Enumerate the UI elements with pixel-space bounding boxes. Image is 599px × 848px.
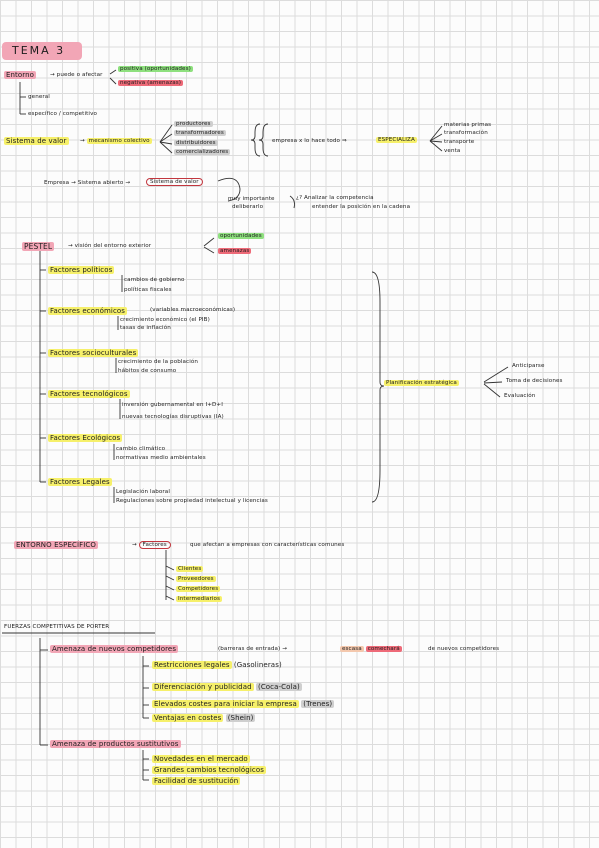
entorno-especifico: específico / competitivo xyxy=(28,111,98,117)
sistema-abierto-text: Empresa → Sistema abierto → xyxy=(44,180,131,186)
sistema-valor-circled: Sistema de valor xyxy=(146,178,203,186)
factor-sub: Legislación laboral xyxy=(116,489,170,495)
special-item: transporte xyxy=(444,139,475,145)
porter-sub: Restricciones legales (Gasolineras) xyxy=(152,661,282,669)
amenaza-sustitutivos: Amenaza de productos sustitutivos xyxy=(50,740,181,748)
entorno-negativa: negativa (amenazas) xyxy=(118,80,184,86)
factor-sub: Regulaciones sobre propiedad intelectual… xyxy=(116,498,268,504)
cadena-item: transformadores xyxy=(174,130,226,136)
entorno-general: general xyxy=(28,94,50,100)
sustitutivo-item: Novedades en el mercado xyxy=(152,755,250,763)
factor-sub: normativas medio ambientales xyxy=(116,455,206,461)
especifico-arrow: → Factores xyxy=(132,541,171,549)
factor-sub: crecimiento de la población xyxy=(118,359,199,365)
entorno-positiva: positiva (oportunidades) xyxy=(118,66,193,72)
sistema-valor-label: Sistema de valor xyxy=(4,137,69,145)
porter-sub: Elevados costes para iniciar la empresa … xyxy=(152,700,335,708)
sustitutivo-item: Facilidad de sustitución xyxy=(152,777,241,785)
escasa: escasa comechará xyxy=(340,646,402,652)
barreras-entrada: (barreras de entrada) → xyxy=(218,646,288,652)
pestel-vision: → visión del entorno exterior xyxy=(68,243,152,249)
muy-importante: muy importante xyxy=(228,196,275,202)
especifico-item: Intermediarios xyxy=(176,596,223,602)
mecanismo-colectivo: → mecanismo colectivo xyxy=(80,138,152,144)
factor-sub: políticas fiscales xyxy=(124,287,172,293)
factor-legal: Factores Legales xyxy=(48,478,112,486)
cadena-item: distribuidores xyxy=(174,140,218,146)
pestel-oportunidades: oportunidades xyxy=(218,233,264,239)
factor-sub: cambios de gobierno xyxy=(124,277,185,283)
special-item: transformación xyxy=(444,130,488,136)
especifico-item: Clientes xyxy=(176,566,204,572)
factor-ecologico: Factores Ecológicos xyxy=(48,434,123,442)
planificacion-estrategica: Planificación estratégica xyxy=(384,380,459,386)
especializa-label: ESPECIALIZA xyxy=(376,137,417,143)
entorno-especifico-label: ENTORNO ESPECÍFICO xyxy=(14,541,99,549)
analizar-competencia: ¿? Analizar la competencia xyxy=(296,195,374,201)
factor-sub: hábitos de consumo xyxy=(118,368,177,374)
empresa-text: empresa x lo hace todo ⇒ xyxy=(272,138,347,144)
especifico-item: Proveedores xyxy=(176,576,216,582)
amenaza-nuevos: Amenaza de nuevos competidores xyxy=(50,645,179,653)
porter-sub: Diferenciación y publicidad (Coca-Cola) xyxy=(152,683,302,691)
especifico-desc: que afectan a empresas con característic… xyxy=(190,542,345,548)
plan-item: Toma de decisiones xyxy=(506,378,563,384)
factor-tecnologico: Factores tecnológicos xyxy=(48,390,130,398)
factor-sociocultural: Factores socioculturales xyxy=(48,349,139,357)
sustitutivo-item: Grandes cambios tecnológicos xyxy=(152,766,266,774)
special-item: venta xyxy=(444,148,461,154)
pestel-amenazas: amenazas xyxy=(218,248,252,254)
factor-sub: inversión gubernamental en I+D+I xyxy=(122,402,223,408)
pestel-label: PESTEL xyxy=(22,242,55,251)
entender-posicion: entender la posición en la cadena xyxy=(312,204,411,210)
factor-sub: tasas de inflación xyxy=(120,325,171,331)
factor-economico: Factores económicos xyxy=(48,307,128,315)
cadena-item: comercializadores xyxy=(174,149,231,155)
deliberarlo: deliberarlo xyxy=(232,204,264,210)
factor-sub: crecimiento económico (el PIB) xyxy=(120,317,210,323)
special-item: materias primas xyxy=(444,122,492,128)
title-highlight xyxy=(2,42,82,60)
nuevos-competidores: de nuevos competidores xyxy=(428,646,500,652)
plan-item: Evaluación xyxy=(504,393,536,399)
factor-politico: Factores políticos xyxy=(48,266,115,274)
porter-sub: Ventajas en costes (Shein) xyxy=(152,714,256,722)
cadena-item: productores xyxy=(174,121,213,127)
especifico-item: Competidores xyxy=(176,586,221,592)
entorno-label: Entorno xyxy=(4,71,37,79)
porter-label: FUERZAS COMPETITIVAS DE PORTER xyxy=(4,624,110,630)
entorno-arrow: → puede o afectar xyxy=(50,72,103,78)
page-title: TEMA 3 xyxy=(12,44,66,57)
factor-sub: cambio climático xyxy=(116,446,166,452)
factor-note: (variables macroeconómicas) xyxy=(150,307,236,313)
plan-item: Anticiparse xyxy=(512,363,545,369)
factor-sub: nuevas tecnologías disruptivas (IA) xyxy=(122,414,224,420)
